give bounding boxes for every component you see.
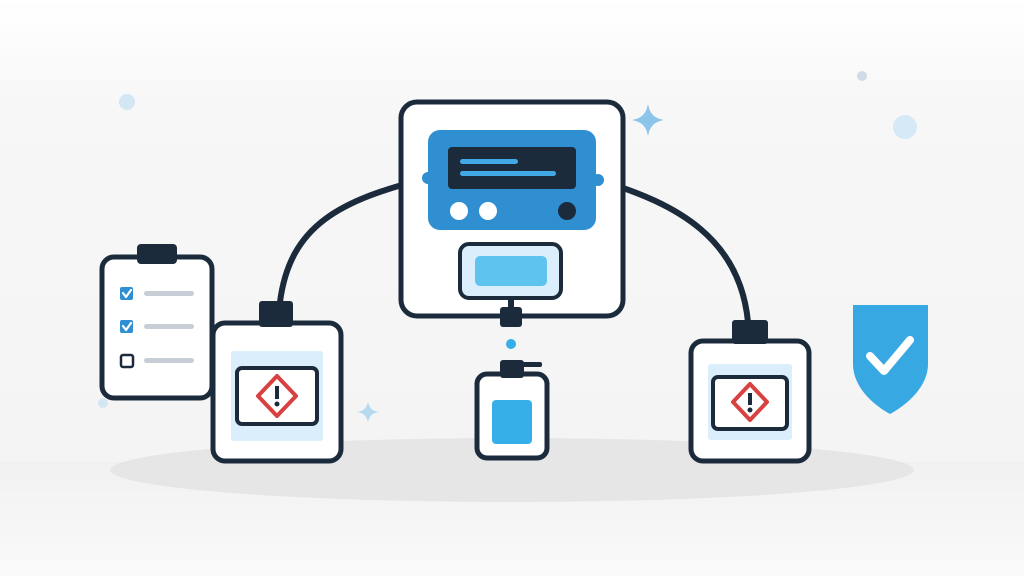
shield-check-icon [853,305,928,414]
checklist-clipboard-icon [99,244,215,401]
dispenser-nozzle [500,307,522,327]
checklist-item [119,353,194,369]
check-icon [121,321,133,332]
clipboard-clip [137,244,177,264]
container-cap [732,320,768,344]
decor-dot [857,71,867,81]
hose-connector-right [592,174,604,186]
hazard-diamond-icon [256,374,298,418]
decor-dot [98,398,108,408]
left-hose [277,175,431,305]
checklist-line [144,358,194,363]
checklist-item [120,287,194,300]
bottle-cap [500,360,524,378]
sparkle-icon [357,401,379,423]
control-button [479,202,497,220]
control-button [450,202,468,220]
check-icon [866,336,914,375]
dispenser-display [448,147,576,189]
hazard-container-icon [210,301,344,464]
checklist-line [144,291,194,296]
checkbox-unchecked [119,353,135,369]
chemical-dispenser-icon [398,99,626,349]
bottle-liquid [492,400,532,444]
bottle-nozzle [520,362,542,367]
decor-dot [893,115,917,139]
decor-dot [119,94,135,110]
checklist-line [144,324,194,329]
hazard-container-icon [688,320,812,464]
spray-bottle-icon [474,360,550,461]
liquid-drop [506,339,516,349]
container-cap [259,301,293,327]
sparkle-icon [632,104,664,136]
check-icon [121,288,133,299]
checklist-item [120,320,194,333]
hose-connector-left [422,172,434,184]
display-line [460,171,556,176]
display-line [460,159,518,164]
hazard-diamond-icon [731,382,769,422]
dispenser-slot-window [475,256,547,286]
power-button [558,202,576,220]
nozzle-stem [508,298,514,310]
right-hose [595,177,751,325]
